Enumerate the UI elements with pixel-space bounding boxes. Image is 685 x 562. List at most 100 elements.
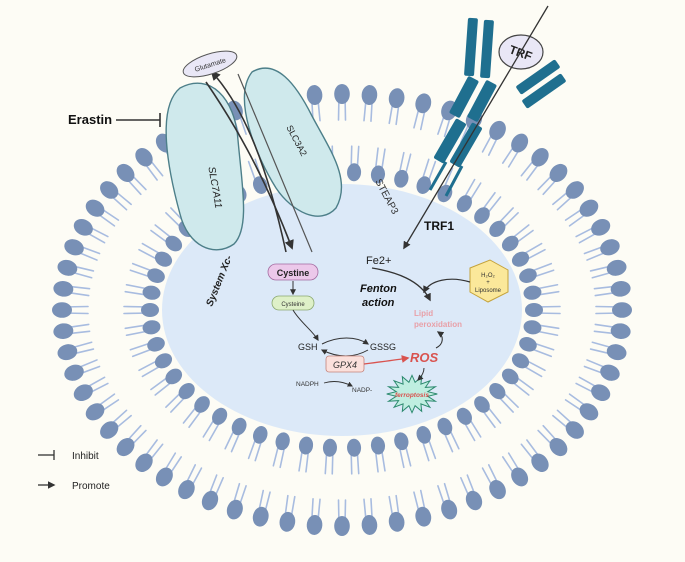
lipid-head	[231, 417, 247, 436]
lipid-head	[437, 417, 453, 436]
lipid-head	[64, 239, 84, 256]
lipid-peroxidation-line2: peroxidation	[414, 320, 462, 329]
lipid-head	[73, 218, 93, 236]
liposome-label: Liposome	[475, 288, 502, 294]
lipid-head	[511, 133, 529, 153]
legend-inhibit: Inhibit	[38, 450, 99, 462]
lipid-head	[100, 421, 119, 439]
lipid-head	[441, 499, 458, 520]
lipid-head	[549, 163, 568, 183]
lipid-head	[565, 181, 584, 199]
cystine-influx-arrow	[205, 81, 294, 250]
lipid-head	[178, 480, 195, 500]
lipid-head	[474, 396, 490, 413]
lipid-head	[606, 259, 627, 276]
lipid-head	[154, 353, 173, 369]
lipid-head	[612, 302, 632, 318]
lipid-head	[501, 368, 519, 385]
h2o2-liposome-node: H₂O₂ + Liposome	[469, 259, 509, 303]
lipid-head	[388, 511, 405, 532]
lipid-head	[416, 426, 431, 444]
lipid-head	[394, 432, 409, 451]
lipid-head	[194, 396, 210, 413]
lipid-head	[565, 421, 584, 439]
lipid-head	[606, 344, 627, 361]
lipid-head	[523, 320, 542, 335]
lipid-head	[370, 436, 386, 455]
lipid-head	[73, 384, 93, 402]
lipid-head	[116, 437, 135, 457]
lipid-head	[523, 285, 542, 300]
lipid-head	[322, 438, 337, 457]
lipid-head	[579, 199, 599, 217]
system-xc-transporter: SLC7A11 SLC3A2	[165, 67, 343, 253]
lipid-head	[511, 251, 530, 267]
lipid-head	[226, 499, 243, 520]
legend: Inhibit Promote	[38, 450, 110, 492]
erastin-label: Erastin	[68, 112, 112, 127]
gsh-label: GSH	[298, 342, 318, 352]
cystine-label: Cystine	[277, 268, 310, 278]
nadph-label: NADPH	[296, 381, 319, 388]
lipid-head	[57, 344, 78, 361]
membrane-outer-heads	[52, 84, 632, 536]
h2o2-label: H₂O₂	[481, 273, 495, 279]
transporter-channel-line	[237, 73, 313, 253]
cysteine-node: Cysteine	[271, 295, 315, 311]
nadph-to-nadp-arrow	[323, 381, 353, 387]
lipid-head	[253, 426, 268, 444]
lipid-head	[334, 84, 350, 104]
gsh-to-gssg-arrow	[321, 337, 369, 345]
lipid-head	[489, 383, 506, 400]
h2o2-plus: +	[486, 280, 490, 286]
h2o2-to-fenton-arrow	[423, 278, 471, 294]
lipid-head	[100, 181, 119, 199]
lipid-head	[178, 383, 195, 400]
lipid-head	[141, 302, 159, 318]
lipid-head	[610, 323, 631, 340]
lipid-head	[252, 506, 269, 527]
glutamate-efflux-arrow	[210, 70, 287, 253]
lipid-head	[415, 506, 432, 527]
lipid-head	[347, 438, 362, 457]
nadp-label: NADP-	[352, 387, 372, 394]
trf1-label: TRF1	[424, 219, 454, 233]
cytoplasm	[162, 184, 522, 436]
lipid-head	[85, 199, 105, 217]
lipid-head	[52, 302, 72, 318]
lipid-head	[591, 384, 611, 402]
lipid-head	[212, 407, 228, 425]
fe2-to-lipid-arrow	[371, 267, 431, 302]
lipid-head	[155, 467, 173, 487]
lipid-head	[519, 268, 537, 283]
lipid-head	[165, 368, 183, 385]
lipid-head	[525, 302, 543, 318]
trf-entry-arrow	[403, 5, 549, 250]
lipid-head	[600, 239, 620, 256]
cystine-node: Cystine	[267, 263, 319, 281]
lipid-head	[501, 235, 519, 252]
lipid-head	[456, 195, 472, 213]
lipid-head	[511, 353, 530, 369]
lipid-head	[394, 169, 409, 188]
lipid-head	[116, 163, 135, 183]
lipid-head	[85, 403, 105, 421]
slc7a11-protein	[165, 82, 245, 251]
lipid-head	[53, 323, 74, 340]
lipid-head	[511, 467, 529, 487]
lipid-head	[531, 453, 549, 472]
lipid-head	[147, 337, 165, 352]
lipid-head	[591, 218, 611, 236]
lipid-head	[600, 364, 620, 381]
lipid-head	[154, 251, 173, 267]
fe2-label: Fe2+	[366, 255, 391, 267]
lipid-head	[253, 176, 268, 194]
lipid-head	[135, 148, 153, 167]
lipid-head	[610, 280, 631, 297]
lipid-head	[370, 165, 386, 184]
lipid-head	[456, 407, 472, 425]
lipid-head	[57, 259, 78, 276]
fenton-label-line2: action	[362, 297, 395, 309]
glutamate-node: Glutamate	[182, 50, 238, 78]
lipid-head	[465, 490, 483, 511]
